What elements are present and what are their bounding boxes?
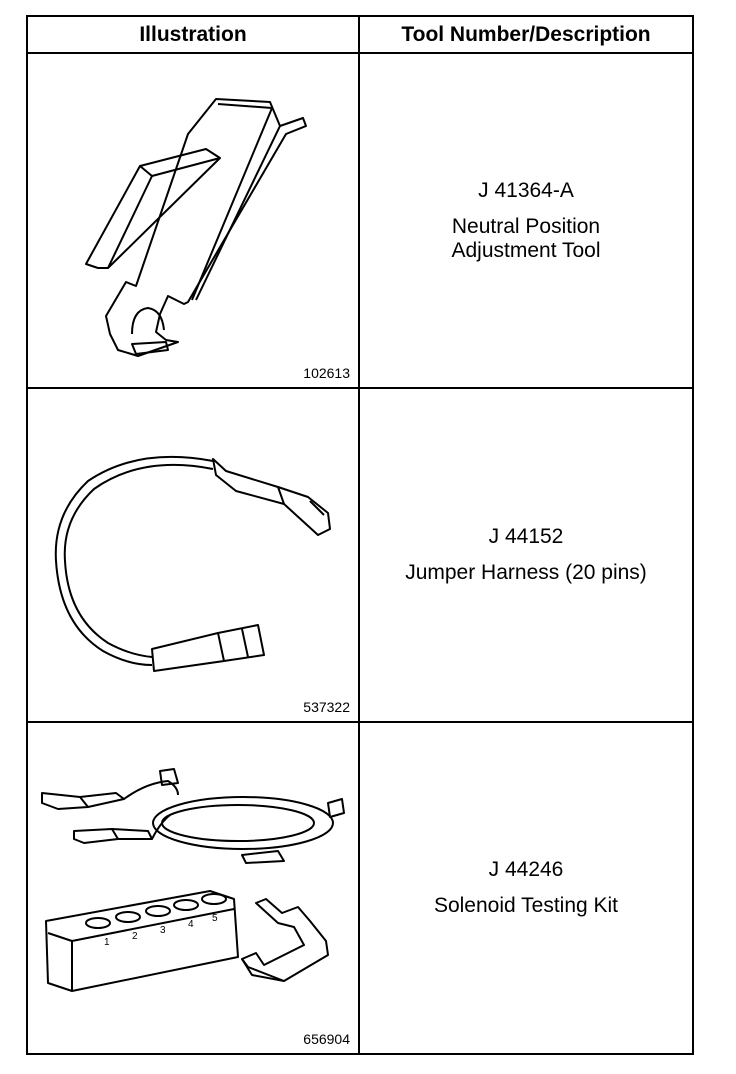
tool-number: J 44246 [488,858,564,881]
solenoid-testing-kit-drawing: 1 2 3 4 5 [41,768,345,992]
figure-number: 102613 [303,365,350,381]
tool-description-line: Solenoid Testing Kit [433,894,619,917]
neutral-position-tool-drawing [85,98,307,357]
pin-label: 5 [212,913,218,924]
table-header-row: Illustration Tool Number/Description [28,17,692,54]
tool-table: Illustration Tool Number/Description 102… [26,15,694,1055]
tool-number: J 44152 [488,525,564,548]
tool-description-line: Neutral Position [451,214,601,238]
pin-label: 4 [188,919,194,930]
tool-number: J 41364-A [478,178,574,202]
pin-label: 2 [132,931,138,942]
jumper-harness-drawing [54,456,331,672]
figure-number: 537322 [303,699,350,715]
illustration-cell: 537322 [28,389,358,721]
pin-label: 3 [160,925,166,936]
tool-description-line: Jumper Harness (20 pins) [405,561,647,584]
description-cell: J 41364-A Neutral Position Adjustment To… [360,54,692,387]
tool-description-line: Adjustment Tool [451,238,601,262]
column-divider [358,17,360,1053]
table-row: 1 2 3 4 5 656904 J 44246 Solenoid Testin… [28,723,692,1053]
header-illustration: Illustration [139,23,247,46]
description-cell: J 44246 Solenoid Testing Kit [360,723,692,1053]
figure-number: 656904 [303,1031,350,1047]
description-cell: J 44152 Jumper Harness (20 pins) [360,389,692,721]
pin-label: 1 [104,937,110,948]
illustration-cell: 1 2 3 4 5 656904 [28,723,358,1053]
table-row: 102613 J 41364-A Neutral Position Adjust… [28,54,692,389]
table-row: 537322 J 44152 Jumper Harness (20 pins) [28,389,692,723]
header-tool-description: Tool Number/Description [401,23,651,46]
illustration-cell: 102613 [28,54,358,387]
